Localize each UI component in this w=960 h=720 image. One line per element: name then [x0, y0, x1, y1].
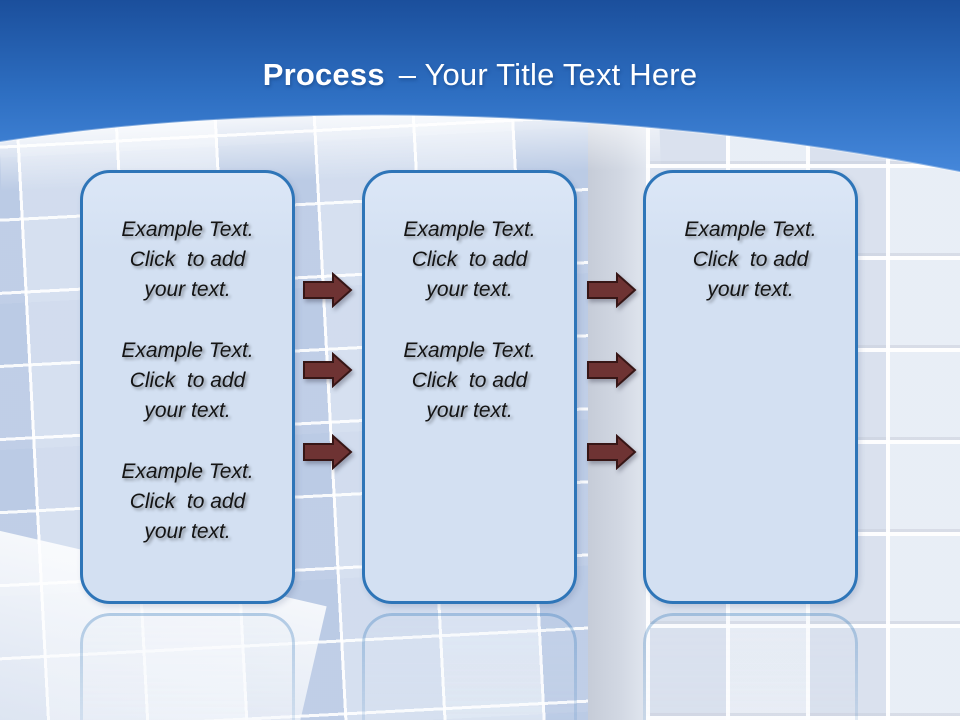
header-banner [0, 0, 960, 173]
arrow-right-icon [587, 272, 637, 308]
title-keyword: Process [262, 57, 385, 92]
title-text: – Your Title Text Here [398, 57, 698, 92]
slide-title: Process – Your Title Text Here [0, 56, 960, 94]
placeholder-text[interactable]: Example Text. Click to add your text. [403, 339, 536, 422]
arrow-right-icon [587, 434, 637, 470]
process-box-3[interactable]: Example Text. Click to add your text. [643, 170, 858, 604]
placeholder-text[interactable]: Example Text. Click to add your text. [121, 460, 254, 543]
process-box-2[interactable]: Example Text. Click to add your text. Ex… [362, 170, 577, 604]
box-reflection-2 [362, 613, 577, 720]
box-reflection-1 [80, 613, 295, 720]
placeholder-text[interactable]: Example Text. Click to add your text. [121, 339, 254, 422]
arrow-right-icon [303, 434, 353, 470]
box-reflection-3 [643, 613, 858, 720]
placeholder-text[interactable]: Example Text. Click to add your text. [403, 218, 536, 301]
arrow-right-icon [303, 272, 353, 308]
arrow-right-icon [303, 352, 353, 388]
process-box-1[interactable]: Example Text. Click to add your text. Ex… [80, 170, 295, 604]
placeholder-text[interactable]: Example Text. Click to add your text. [684, 218, 817, 301]
placeholder-text[interactable]: Example Text. Click to add your text. [121, 218, 254, 301]
arrow-right-icon [587, 352, 637, 388]
